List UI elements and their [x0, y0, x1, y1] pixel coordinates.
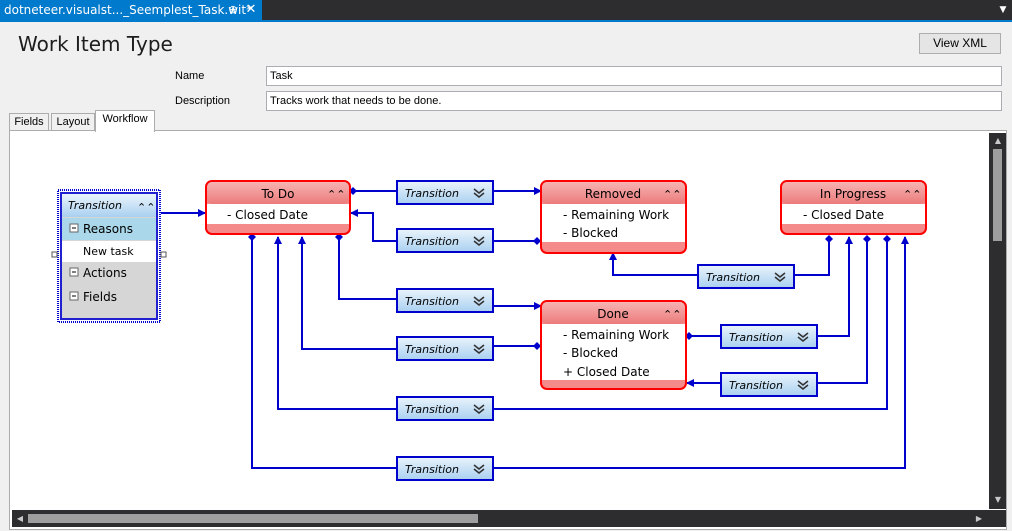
transition-box[interactable]: Transition	[396, 180, 494, 205]
resize-handle-left[interactable]	[51, 251, 58, 258]
view-xml-button[interactable]: View XML	[919, 33, 1001, 54]
workflow-diagram: Transition ⌃⌃ Reasons New task Actions F…	[51, 180, 927, 481]
state-inprogress-title: In Progress	[820, 187, 886, 201]
transition-box[interactable]: Transition	[720, 324, 818, 349]
collapse-icon[interactable]: ⌃⌃	[663, 308, 681, 321]
transition-box[interactable]: Transition	[396, 288, 494, 313]
state-done-field: - Blocked	[563, 346, 618, 360]
scroll-right-icon[interactable]: ▶	[975, 514, 983, 523]
expand-icon[interactable]	[473, 464, 485, 475]
name-label: Name	[175, 70, 205, 82]
scroll-up-icon[interactable]: ▲	[994, 136, 1002, 145]
scroll-left-icon[interactable]: ◀	[16, 514, 24, 523]
work-item-editor: Work Item Type View XML Name Task Descri…	[0, 20, 1012, 531]
initial-transition[interactable]: Transition ⌃⌃ Reasons New task Actions F…	[51, 189, 167, 323]
state-done-title: Done	[597, 307, 629, 321]
horizontal-scrollbar[interactable]: ◀ ▶	[12, 510, 989, 527]
transition-label: Transition	[405, 403, 459, 416]
state-removed[interactable]: Removed ⌃⌃ - Remaining Work - Blocked	[540, 180, 687, 254]
transition-label: Transition	[405, 463, 459, 476]
state-removed-title: Removed	[585, 187, 641, 201]
transition-label: Transition	[405, 235, 459, 248]
workflow-canvas[interactable]: Transition ⌃⌃ Reasons New task Actions F…	[9, 130, 1007, 530]
scroll-down-icon[interactable]: ▼	[994, 495, 1002, 504]
transition-box[interactable]: Transition	[720, 372, 818, 397]
collapse-icon[interactable]: ⌃⌃	[663, 188, 681, 201]
chevron-down-icon[interactable]: ▼	[999, 5, 1007, 15]
transition-label: Transition	[729, 331, 783, 344]
expand-icon[interactable]	[473, 296, 485, 307]
tab-workflow[interactable]: Workflow	[95, 110, 155, 132]
expand-icon[interactable]	[473, 188, 485, 199]
transition-box[interactable]: Transition	[697, 264, 795, 289]
connectors	[161, 187, 909, 469]
section-actions[interactable]: Actions	[83, 266, 127, 280]
description-field[interactable]: Tracks work that needs to be done.	[266, 91, 1002, 111]
transition-box[interactable]: Transition	[396, 336, 494, 361]
transition-box[interactable]: Transition	[396, 456, 494, 481]
state-removed-field: - Remaining Work	[563, 208, 669, 222]
state-done-field: + Closed Date	[563, 365, 650, 379]
description-label: Description	[175, 95, 231, 107]
document-tab-bar: dotneteer.visualst..._Seemplest_Task.wit…	[0, 0, 1012, 20]
horizontal-scroll-thumb[interactable]	[28, 514, 478, 523]
reason-new-task[interactable]: New task	[83, 245, 134, 258]
initial-transition-title: Transition	[68, 199, 122, 212]
document-tab-title: dotneteer.visualst..._Seemplest_Task.wit…	[4, 3, 253, 17]
expand-icon[interactable]	[473, 344, 485, 355]
transition-label: Transition	[405, 187, 459, 200]
transition-label: Transition	[405, 295, 459, 308]
state-inprogress[interactable]: In Progress ⌃⌃ - Closed Date	[780, 180, 927, 235]
section-reasons[interactable]: Reasons	[83, 222, 133, 236]
transition-label: Transition	[706, 271, 760, 284]
page-title: Work Item Type	[18, 32, 173, 56]
section-fields[interactable]: Fields	[83, 290, 117, 304]
expand-icon[interactable]	[774, 272, 786, 283]
state-todo[interactable]: To Do ⌃⌃ - Closed Date	[205, 180, 351, 235]
state-todo-title: To Do	[260, 187, 294, 201]
resize-handle-right[interactable]	[160, 251, 167, 258]
vertical-scrollbar[interactable]: ▲ ▼	[989, 133, 1006, 509]
tab-fields[interactable]: Fields	[9, 113, 49, 131]
state-todo-field: - Closed Date	[227, 208, 308, 222]
state-done-field: - Remaining Work	[563, 328, 669, 342]
document-tab[interactable]: dotneteer.visualst..._Seemplest_Task.wit…	[0, 0, 262, 20]
expand-icon[interactable]	[473, 404, 485, 415]
collapse-icon[interactable]: ⌃⌃	[137, 201, 155, 214]
pin-icon[interactable]: ⊕	[228, 3, 238, 16]
transition-box[interactable]: Transition	[396, 396, 494, 421]
transition-label: Transition	[729, 379, 783, 392]
scroll-corner	[989, 510, 1006, 527]
expand-icon[interactable]	[797, 380, 809, 391]
expand-icon[interactable]	[797, 332, 809, 343]
expand-icon[interactable]	[473, 236, 485, 247]
state-removed-field: - Blocked	[563, 226, 618, 240]
transitions: TransitionTransitionTransitionTransition…	[396, 180, 818, 481]
vertical-scroll-thumb[interactable]	[993, 149, 1002, 241]
close-icon[interactable]: ✕	[245, 2, 257, 17]
collapse-icon[interactable]: ⌃⌃	[327, 188, 345, 201]
transition-box[interactable]: Transition	[396, 228, 494, 253]
state-inprogress-field: - Closed Date	[803, 208, 884, 222]
tab-layout[interactable]: Layout	[51, 113, 95, 131]
transition-label: Transition	[405, 343, 459, 356]
collapse-icon[interactable]: ⌃⌃	[903, 188, 921, 201]
name-field[interactable]: Task	[266, 66, 1002, 86]
state-done[interactable]: Done ⌃⌃ - Remaining Work - Blocked + Clo…	[540, 300, 687, 390]
